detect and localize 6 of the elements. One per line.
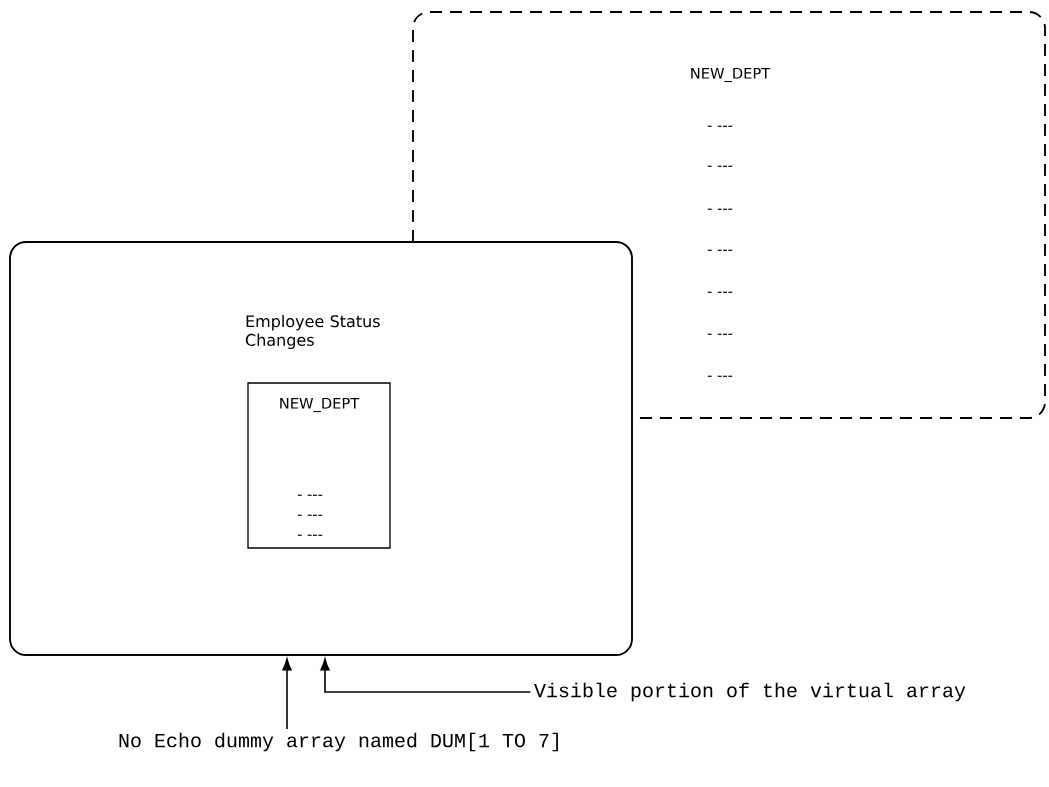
virtual-array-box: NEW_DEPT - --- - --- - --- - --- - --- - --- - --- bbox=[412, 11, 1046, 419]
field-box: NEW_DEPT - --- - --- - --- bbox=[247, 382, 391, 549]
leader-arrow bbox=[282, 658, 292, 730]
leader-arrow bbox=[320, 658, 532, 693]
annotation-text: No Echo dummy array named DUM[1 TO 7] bbox=[119, 732, 558, 752]
annotation-text: Visible portion of the virtual array bbox=[534, 682, 966, 702]
